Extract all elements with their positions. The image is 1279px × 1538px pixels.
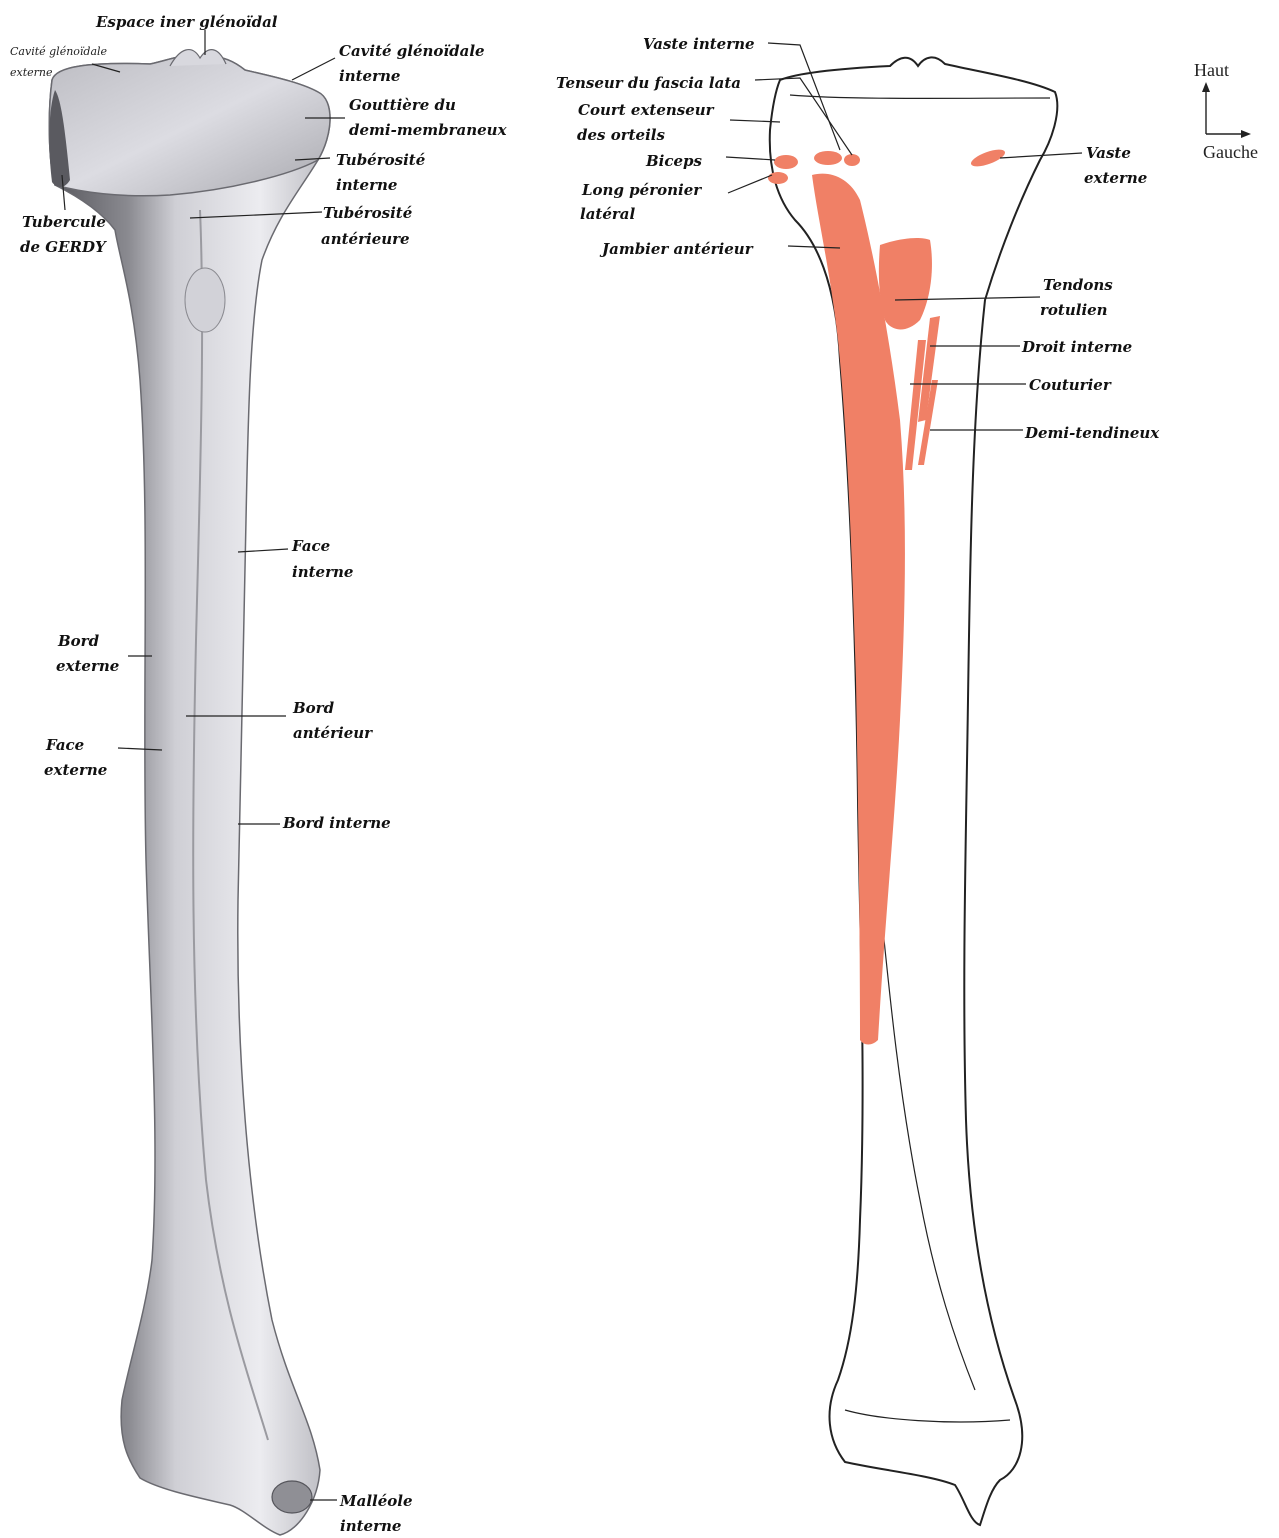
label-tuberosite-interne-2: interne xyxy=(336,176,397,194)
label-tendons-rotulien-2: rotulien xyxy=(1040,301,1108,319)
label-biceps: Biceps xyxy=(645,152,703,170)
label-vaste-externe-2: externe xyxy=(1084,169,1147,187)
label-tuberosite-anterieure-1: Tubérosité xyxy=(323,204,412,222)
label-tubercule-gerdy-2: de GERDY xyxy=(20,238,107,256)
label-espace-inter-glenoidal: Espace iner glénoïdal xyxy=(95,13,278,31)
label-vaste-interne: Vaste interne xyxy=(643,35,755,53)
label-cavite-glenoidale-externe-1: Cavité glénoïdale xyxy=(10,45,108,58)
label-court-extenseur-1: Court extenseur xyxy=(578,101,715,119)
label-droit-interne: Droit interne xyxy=(1021,338,1132,356)
orientation-indicator: Haut Gauche xyxy=(1194,60,1258,162)
label-tuberosite-interne-1: Tubérosité xyxy=(336,151,425,169)
label-cavite-glenoidale-interne-1: Cavité glénoïdale xyxy=(339,42,485,60)
label-malleole-interne-1: Malléole xyxy=(339,1492,413,1510)
orientation-up-arrowhead xyxy=(1202,82,1210,92)
label-bord-externe-2: externe xyxy=(56,657,119,675)
label-bord-interne: Bord interne xyxy=(282,814,391,832)
label-bord-anterieur-2: antérieur xyxy=(293,724,373,742)
label-bord-anterieur-1: Bord xyxy=(292,699,335,717)
label-face-externe-2: externe xyxy=(44,761,107,779)
tibial-tuberosity xyxy=(185,268,225,332)
orientation-left-arrowhead xyxy=(1241,130,1251,138)
label-tenseur-fascia-lata: Tenseur du fascia lata xyxy=(556,74,741,92)
label-long-peronier-1: Long péronier xyxy=(581,181,702,199)
label-face-externe-1: Face xyxy=(45,736,84,754)
orientation-left-label: Gauche xyxy=(1203,142,1258,162)
label-malleole-interne-2: interne xyxy=(340,1517,401,1535)
label-court-extenseur-2: des orteils xyxy=(577,126,665,144)
label-vaste-externe-1: Vaste xyxy=(1086,144,1131,162)
label-tendons-rotulien-1: Tendons xyxy=(1043,276,1113,294)
label-bord-externe-1: Bord xyxy=(57,632,100,650)
tenseur-area xyxy=(844,154,860,166)
right-tibia xyxy=(768,57,1057,1525)
left-tibia xyxy=(49,50,330,1535)
label-tubercule-gerdy-1: Tubercule xyxy=(22,213,106,231)
vaste-interne-area xyxy=(814,151,842,165)
label-jambier-anterieur: Jambier antérieur xyxy=(599,240,754,258)
label-couturier: Couturier xyxy=(1029,376,1112,394)
label-gouttiere-1: Gouttière du xyxy=(349,96,456,114)
label-demi-tendineux: Demi-tendineux xyxy=(1024,424,1160,442)
label-cavite-glenoidale-externe-2: externe xyxy=(10,66,53,79)
label-face-interne-1: Face xyxy=(291,537,330,555)
intercondylar-eminence xyxy=(170,50,226,66)
label-long-peronier-2: latéral xyxy=(580,205,636,223)
left-tibia-bone xyxy=(49,56,330,1535)
label-face-interne-2: interne xyxy=(292,563,353,581)
label-cavite-glenoidale-interne-2: interne xyxy=(339,67,400,85)
label-tuberosite-anterieure-2: antérieure xyxy=(321,230,410,248)
medial-malleolus xyxy=(272,1481,312,1513)
label-gouttiere-2: demi-membraneux xyxy=(349,121,508,139)
biceps-area xyxy=(774,155,798,169)
long-peronier-area xyxy=(768,172,788,184)
orientation-up-label: Haut xyxy=(1194,60,1229,80)
